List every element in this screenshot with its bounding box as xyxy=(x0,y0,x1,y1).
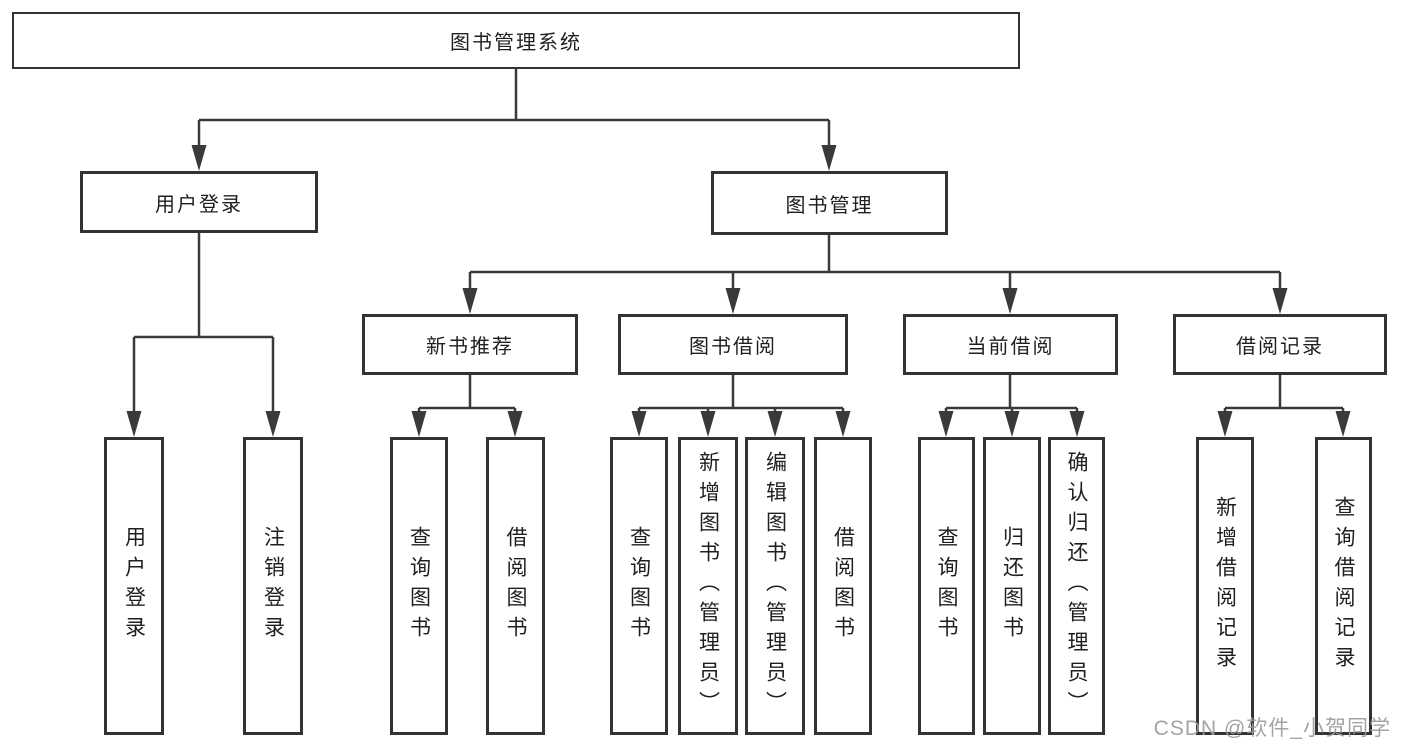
node-label: 查询借阅记录 xyxy=(1332,496,1356,676)
node-leaf-add-borrow-record: 新增借阅记录 xyxy=(1196,437,1254,735)
node-leaf-confirm-return-admin: 确认归还（管理员） xyxy=(1048,437,1105,735)
node-leaf-borrow-book-1: 借阅图书 xyxy=(486,437,545,735)
node-label: 用户登录 xyxy=(122,526,146,646)
node-book-management-branch: 图书管理 xyxy=(711,171,948,235)
node-label: 确认归还（管理员） xyxy=(1065,451,1089,721)
node-label: 图书管理系统 xyxy=(450,32,582,54)
node-leaf-query-book-3: 查询图书 xyxy=(918,437,975,735)
node-label: 借阅图书 xyxy=(504,526,528,646)
csdn-watermark: CSDN @软件_小贺同学 xyxy=(1153,717,1391,740)
node-borrow-record: 借阅记录 xyxy=(1173,314,1387,375)
node-leaf-return-book: 归还图书 xyxy=(983,437,1041,735)
node-root-system: 图书管理系统 xyxy=(12,12,1020,69)
node-leaf-logout: 注销登录 xyxy=(243,437,303,735)
node-label: 编辑图书（管理员） xyxy=(763,451,787,721)
node-label: 借阅图书 xyxy=(831,526,855,646)
node-label: 查询图书 xyxy=(627,526,651,646)
node-label: 图书借阅 xyxy=(689,336,777,358)
node-label: 新增图书（管理员） xyxy=(696,451,720,721)
node-leaf-edit-book-admin: 编辑图书（管理员） xyxy=(745,437,805,735)
node-label: 查询图书 xyxy=(935,526,959,646)
node-leaf-query-borrow-record: 查询借阅记录 xyxy=(1315,437,1372,735)
node-leaf-query-book-1: 查询图书 xyxy=(390,437,448,735)
node-leaf-user-login: 用户登录 xyxy=(104,437,164,735)
node-new-book-recommend: 新书推荐 xyxy=(362,314,578,375)
node-label: 借阅记录 xyxy=(1236,336,1324,358)
node-label: 新书推荐 xyxy=(426,336,514,358)
node-current-borrow: 当前借阅 xyxy=(903,314,1118,375)
node-user-login-branch: 用户登录 xyxy=(80,171,318,233)
node-label: 注销登录 xyxy=(261,526,285,646)
node-label: 当前借阅 xyxy=(966,336,1055,358)
node-leaf-add-book-admin: 新增图书（管理员） xyxy=(678,437,738,735)
node-label: 归还图书 xyxy=(1000,526,1024,646)
node-label: 新增借阅记录 xyxy=(1213,496,1237,676)
arrowheads xyxy=(126,145,1351,437)
node-label: 查询图书 xyxy=(407,526,431,646)
node-label: 图书管理 xyxy=(785,194,874,217)
node-book-borrow: 图书借阅 xyxy=(618,314,848,375)
node-leaf-query-book-2: 查询图书 xyxy=(610,437,668,735)
node-label: 用户登录 xyxy=(155,193,243,216)
node-leaf-borrow-book-2: 借阅图书 xyxy=(814,437,872,735)
